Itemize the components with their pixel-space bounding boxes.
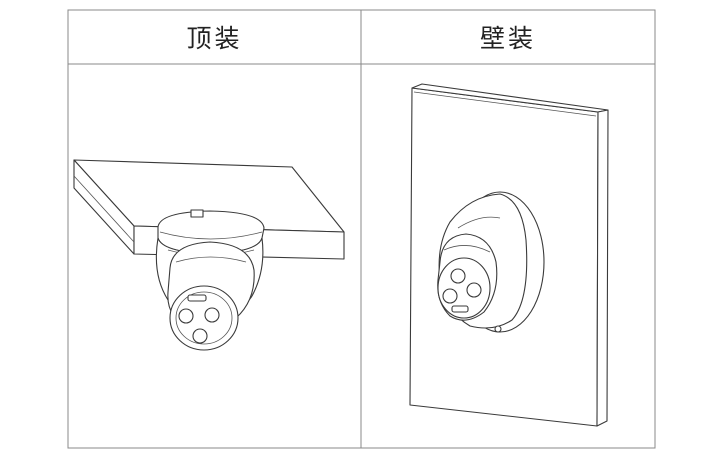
wall-mount-title: 壁装 [479,24,536,53]
ceiling-mount-title: 顶装 [186,24,243,53]
table-grid [67,9,656,449]
wall-camera [437,191,545,333]
wall-mount-illustration [409,83,609,427]
ceiling-mount-illustration [73,159,345,351]
ceiling-camera [155,209,265,351]
